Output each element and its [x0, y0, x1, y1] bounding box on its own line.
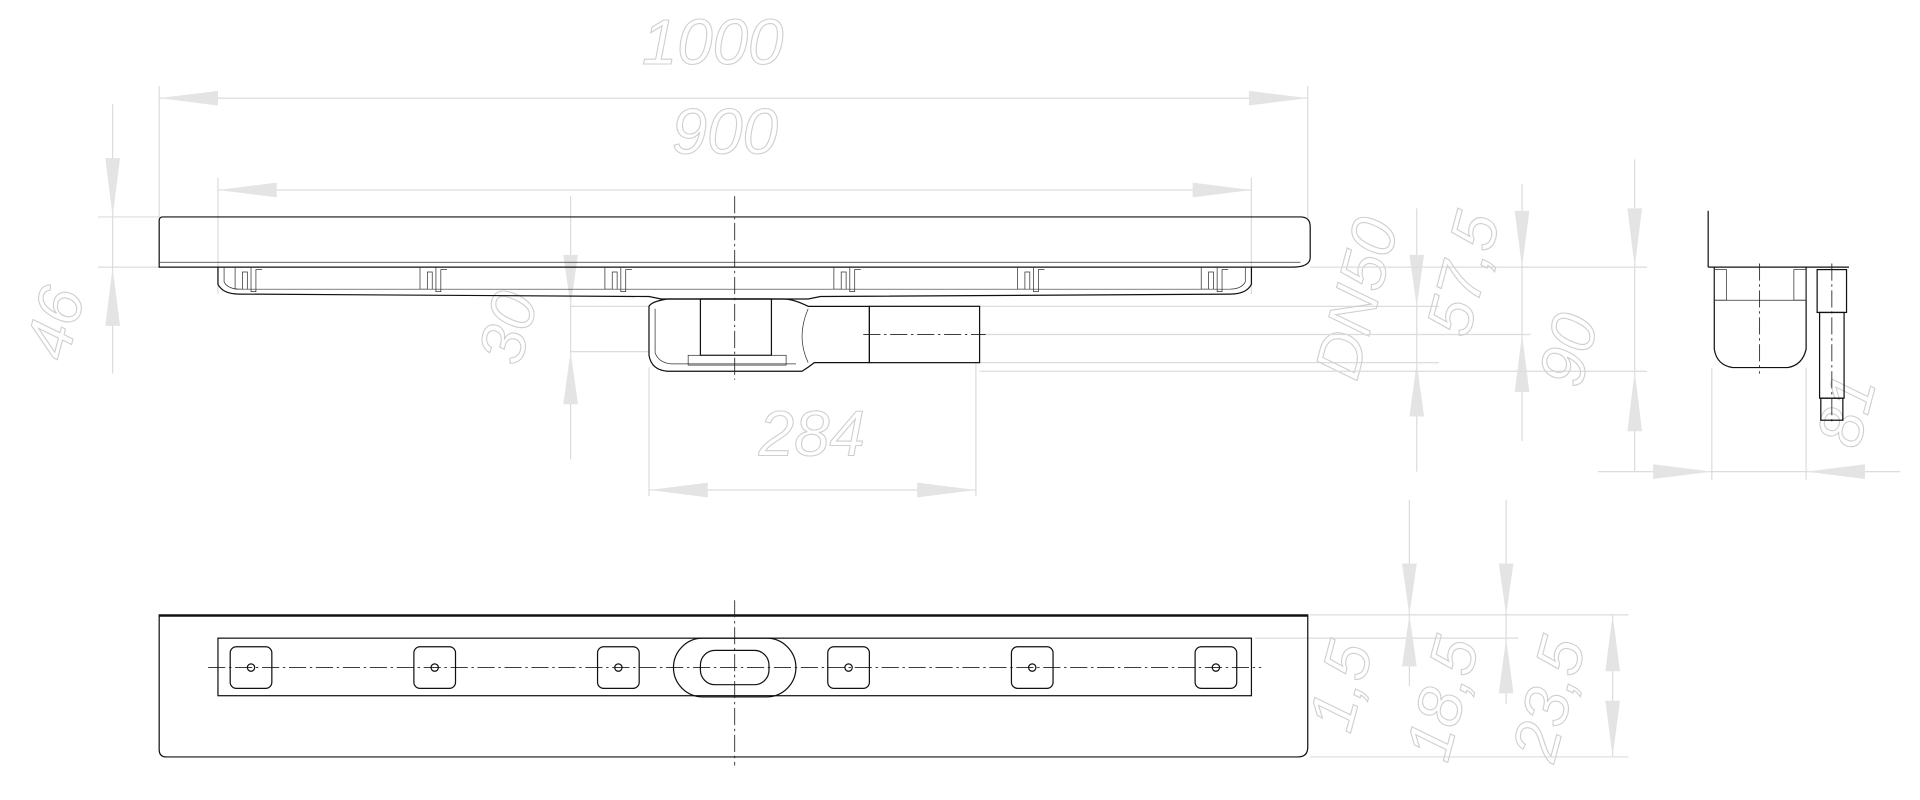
dim-label-81: 81 — [1803, 368, 1890, 455]
dimension-height-46: 46 — [11, 104, 160, 374]
dimension-channel-length: 900 — [217, 96, 1253, 295]
dim-label-30: 30 — [465, 284, 552, 371]
dim-label-46: 46 — [12, 279, 99, 366]
front-view — [158, 196, 1311, 380]
drain-outlet-oval — [672, 637, 797, 698]
dim-label-284: 284 — [758, 399, 865, 470]
outlet-pipe — [863, 305, 986, 364]
dimension-dn50: DN50 — [979, 208, 1439, 472]
drain-body — [648, 298, 870, 372]
dim-label-dn50: DN50 — [1301, 211, 1412, 387]
dim-label-1000: 1000 — [642, 7, 784, 78]
dim-label-57-5: 57,5 — [1413, 204, 1514, 343]
dimension-overall-length: 1000 — [158, 6, 1309, 219]
dimension-81: 81 — [1597, 367, 1901, 481]
mounting-clips — [234, 267, 1229, 293]
dim-label-900: 900 — [672, 96, 778, 167]
dimension-90: 90 — [979, 159, 1647, 472]
top-view — [158, 600, 1309, 766]
dim-label-23-5: 23,5 — [1498, 629, 1599, 769]
dimension-top-view-offsets: 1,5 18,5 23,5 — [1255, 499, 1629, 769]
dim-label-1-5: 1,5 — [1295, 634, 1387, 738]
fixing-points — [229, 646, 1238, 689]
dim-label-90: 90 — [1525, 306, 1612, 393]
side-view — [1707, 210, 1849, 423]
dimension-height-30: 30 — [464, 196, 649, 460]
dimension-284: 284 — [648, 362, 977, 498]
